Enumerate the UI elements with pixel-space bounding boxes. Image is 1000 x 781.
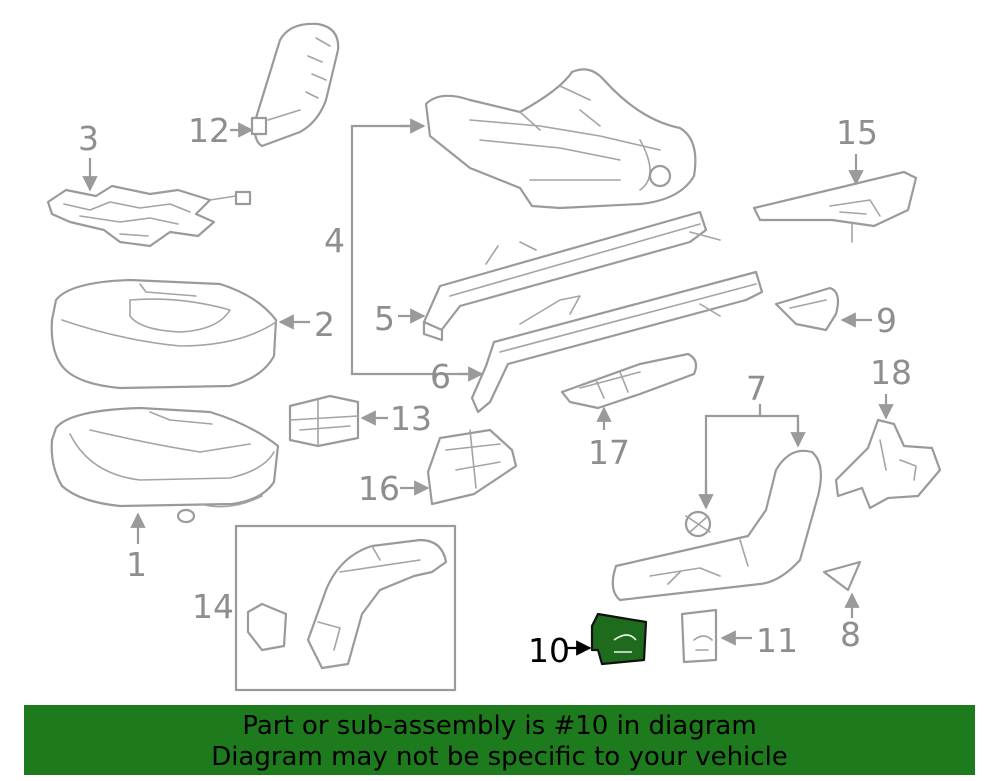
part-15-trim-cover[interactable] [752,170,918,243]
callout-10: 10 [528,631,570,670]
part-2-cushion-pad[interactable] [50,278,278,390]
part-14-shield-assembly[interactable] [246,538,448,670]
part-14-inset-frame [234,524,457,692]
part-18-inner-shield[interactable] [834,418,942,510]
banner-line-2: Diagram may not be specific to your vehi… [211,742,788,772]
part-1-cushion-assembly[interactable] [50,406,280,524]
callout-3: 3 [78,119,99,158]
callout-8: 8 [840,615,861,654]
part-16-housing[interactable] [426,428,518,506]
callout-2: 2 [314,305,335,344]
callout-16: 16 [358,469,400,508]
callout-1: 1 [126,545,147,584]
callout-18: 18 [870,353,912,392]
callout-4: 4 [324,221,345,260]
notice-banner: Part or sub-assembly is #10 in diagram D… [24,705,975,775]
part-17-bracket[interactable] [560,352,698,410]
part-12-seatback-pad[interactable] [250,22,340,148]
part-7-side-shield[interactable] [611,449,823,602]
part-10-highlighted[interactable] [590,612,648,666]
callout-13: 13 [390,399,432,438]
part-6-seat-rail[interactable] [470,270,764,414]
callout-7: 7 [746,369,767,408]
callout-11: 11 [756,621,798,660]
part-5-seat-rail[interactable] [422,210,721,342]
part-9-clip-cover[interactable] [774,286,840,332]
callout-6: 6 [430,357,451,396]
callout-17: 17 [588,433,630,472]
banner-line-1: Part or sub-assembly is #10 in diagram [242,711,757,741]
callout-15: 15 [836,113,878,152]
callout-5: 5 [374,299,395,338]
callout-9: 9 [876,301,897,340]
part-11-switch[interactable] [680,608,718,664]
part-8-cap[interactable] [822,560,862,592]
part-3-seat-heater[interactable] [46,184,252,248]
callout-14: 14 [192,587,234,626]
callout-12: 12 [188,111,230,150]
part-4-seat-frame[interactable] [424,68,697,210]
part-13-module-box[interactable] [288,394,360,448]
